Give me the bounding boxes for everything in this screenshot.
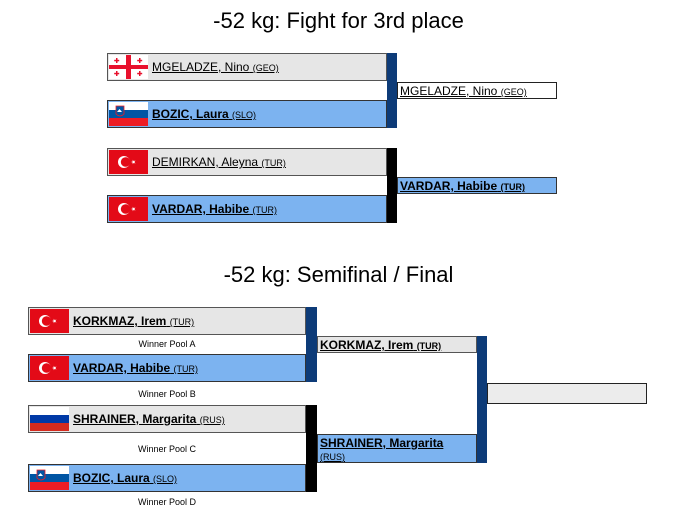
rus-flag-icon (30, 407, 69, 431)
competitor-box[interactable]: KORKMAZ, Irem (TUR) (28, 307, 306, 335)
final-bracket-connector (477, 336, 487, 463)
competitor-name[interactable]: SHRAINER, Margarita (RUS) (73, 412, 225, 426)
final-winner-box[interactable] (487, 383, 647, 404)
bronze-title: -52 kg: Fight for 3rd place (213, 8, 464, 33)
pool-label: Winner Pool B (138, 389, 196, 399)
competitor-name[interactable]: MGELADZE, Nino (GEO) (152, 60, 279, 74)
winner-name[interactable]: VARDAR, Habibe (TUR) (400, 179, 525, 193)
pool-label: Winner Pool A (138, 339, 196, 349)
competitor-name[interactable]: BOZIC, Laura (SLO) (73, 471, 178, 485)
competitor-box[interactable]: VARDAR, Habibe (TUR) (107, 195, 387, 223)
final-title: -52 kg: Semifinal / Final (223, 262, 454, 287)
bracket-connector (387, 148, 397, 223)
slo-flag-icon (109, 102, 148, 126)
competitor-box[interactable]: BOZIC, Laura (SLO) (28, 464, 306, 492)
winner-name[interactable]: SHRAINER, Margarita (320, 436, 444, 450)
competitor-box[interactable]: BOZIC, Laura (SLO) (107, 100, 387, 128)
pool-label: Winner Pool D (137, 497, 197, 507)
winner-name[interactable]: KORKMAZ, Irem (TUR) (320, 338, 442, 352)
pool-label: Winner Pool C (137, 444, 197, 454)
bracket-connector (387, 53, 397, 128)
competitor-name[interactable]: VARDAR, Habibe (TUR) (152, 202, 277, 216)
bronze-winner-box[interactable]: VARDAR, Habibe (TUR) (397, 177, 557, 194)
competitor-name[interactable]: KORKMAZ, Irem (TUR) (73, 314, 195, 328)
slo-flag-icon (30, 466, 69, 490)
semi-winner-box[interactable]: KORKMAZ, Irem (TUR) (317, 336, 477, 353)
competitor-name[interactable]: DEMIRKAN, Aleyna (TUR) (152, 155, 286, 169)
bronze-winner-box[interactable]: MGELADZE, Nino (GEO) (397, 82, 557, 99)
competitor-box[interactable]: SHRAINER, Margarita (RUS) (28, 405, 306, 433)
bracket-connector (306, 405, 317, 492)
tur-flag-icon (30, 309, 69, 333)
tur-flag-icon (109, 150, 148, 174)
competitor-box[interactable]: MGELADZE, Nino (GEO) (107, 53, 387, 81)
competitor-name[interactable]: BOZIC, Laura (SLO) (152, 107, 257, 121)
winner-nation: (RUS) (320, 452, 345, 462)
semi-winner-box[interactable]: SHRAINER, Margarita (RUS) (317, 434, 477, 463)
bracket-connector (306, 307, 317, 382)
competitor-box[interactable]: DEMIRKAN, Aleyna (TUR) (107, 148, 387, 176)
tur-flag-icon (109, 197, 148, 221)
tur-flag-icon (30, 356, 69, 380)
competitor-name[interactable]: VARDAR, Habibe (TUR) (73, 361, 198, 375)
geo-flag-icon (109, 55, 148, 79)
competitor-box[interactable]: VARDAR, Habibe (TUR) (28, 354, 306, 382)
winner-name[interactable]: MGELADZE, Nino (GEO) (400, 84, 527, 98)
